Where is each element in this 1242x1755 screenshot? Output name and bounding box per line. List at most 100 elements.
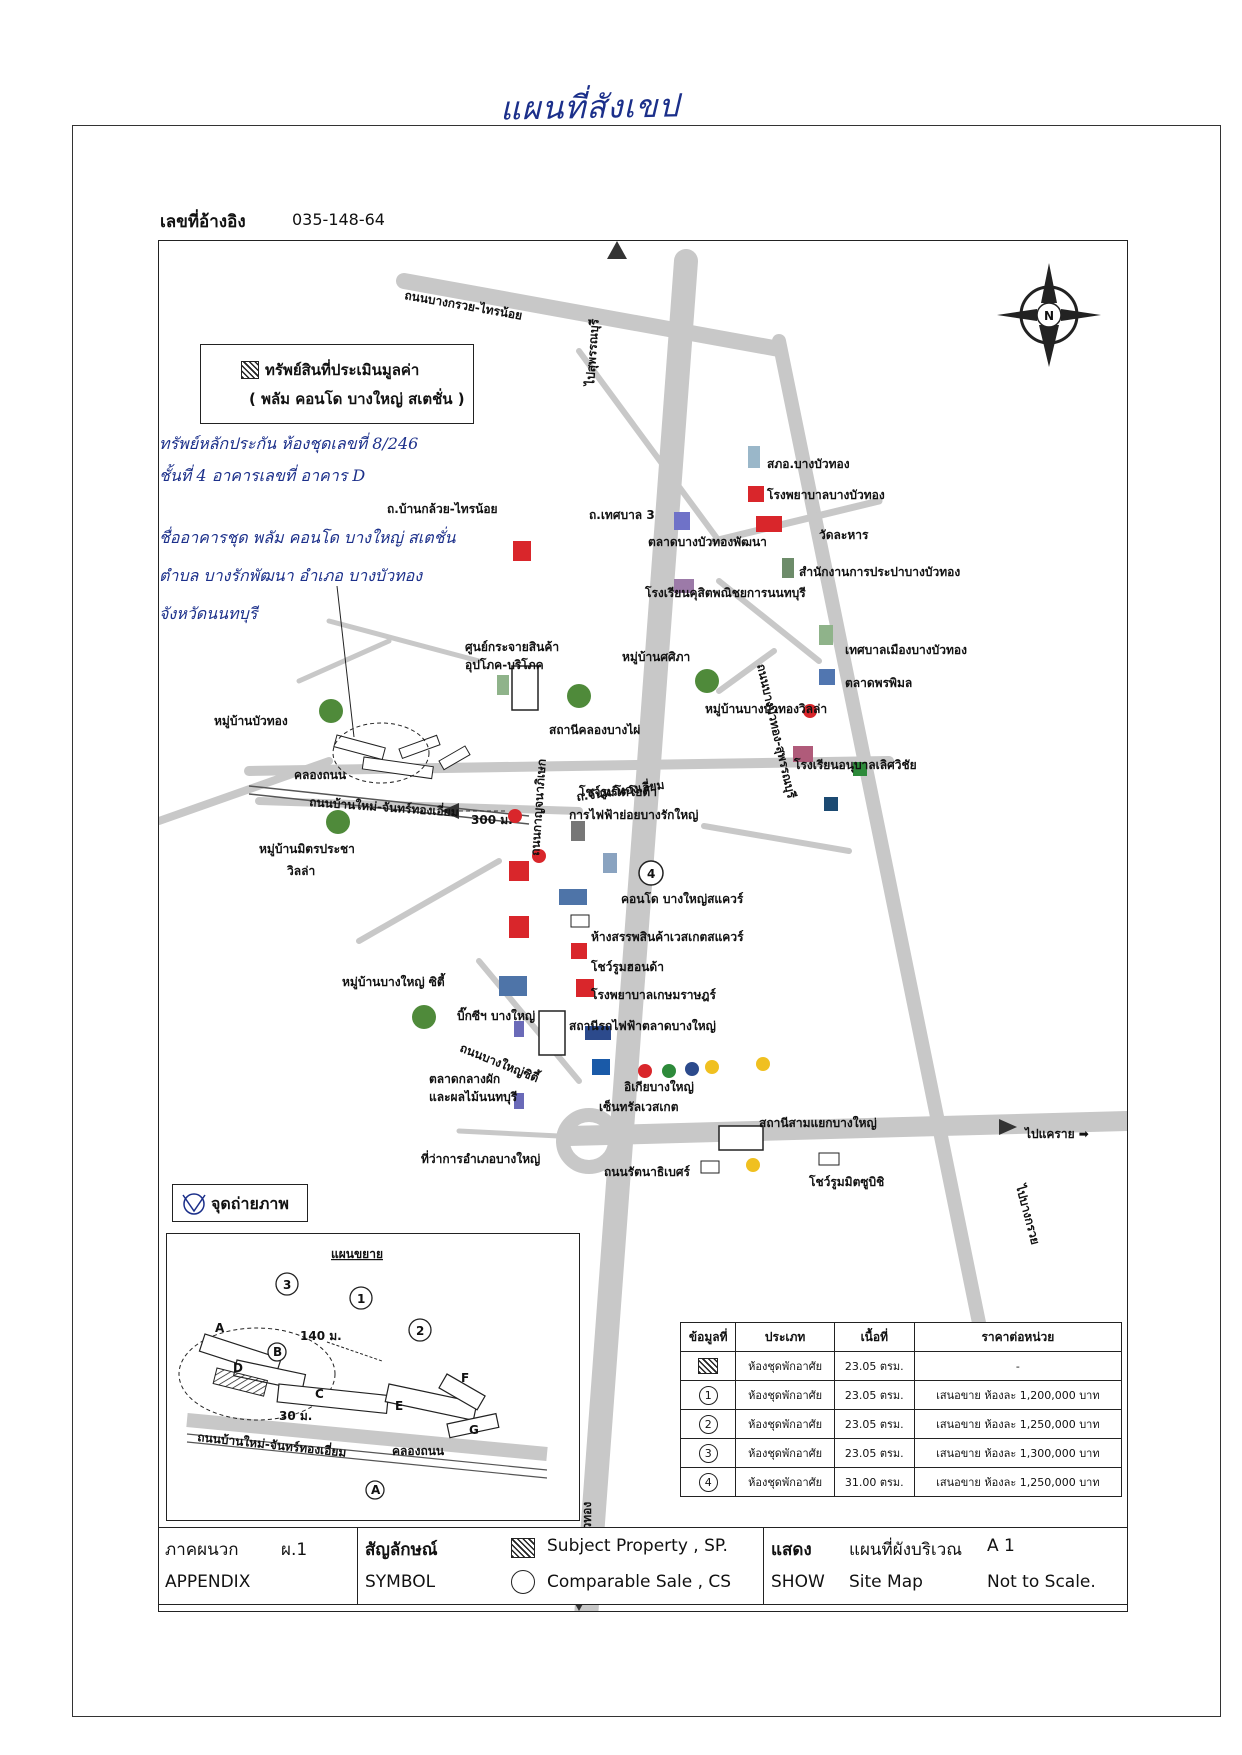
place-markers	[497, 446, 867, 1174]
road-to-suphanburi-label: ไปสุพรรณบุรี	[582, 318, 603, 388]
appendix-code: ผ.1	[281, 1540, 308, 1560]
col-header: ข้อมูลที่	[679, 1322, 737, 1352]
wat-la-han-label: วัดละหาร	[819, 528, 869, 542]
bangbuathong-office-label: สำนักงานการประปาบางบัวทอง	[799, 565, 960, 579]
comparable-4-marker	[638, 860, 664, 886]
subject-legend-title: ทรัพย์สินที่ประเมินมูลค่า	[265, 361, 420, 379]
distance-300m-label: 300 ม.	[471, 813, 513, 827]
photo-point-icon	[182, 1193, 206, 1215]
road-to-bangkruai-label: ไปบางกรวย	[1013, 1181, 1044, 1246]
central-westgate-label: ห้างสรรพสินค้าเวสเกตสแควร์	[591, 930, 744, 944]
site-map[interactable]: 4 ถนนบางกรวย-ไทรน้อย ไปสุพรรณบุรี ถนนบาง…	[158, 240, 1128, 1612]
page-frame	[72, 125, 1221, 1717]
subject-symbol-icon	[511, 1538, 535, 1558]
map-canvas: 4 ถนนบางกรวย-ไทรน้อย ไปสุพรรณบุรี ถนนบาง…	[159, 241, 1127, 1611]
sakhor-bangbuathong-label: สภอ.บางบัวทอง	[767, 457, 850, 471]
col-header: ประเภท	[735, 1322, 835, 1352]
mooban-bangbuathong-label: หมู่บ้านบัวทอง	[214, 714, 288, 729]
mooban-mitpracha-label: หมู่บ้านมิตรประชา	[259, 842, 355, 857]
mooban-bangyai-city-label: หมู่บ้านบางใหญ่ ซิตี้	[342, 972, 446, 990]
district-office-label: ที่ว่าการอำเภอบางใหญ่	[421, 1150, 540, 1166]
canal-label: คลองถนน	[294, 768, 347, 782]
school-anuban-label: โรงเรียนอนุบาลเลิศวิชัย	[793, 757, 917, 773]
map-type-th: แผนที่ผังบริเวณ	[849, 1540, 963, 1560]
road-to-khaerai-label: ไปแคราย ➡	[1023, 1126, 1089, 1141]
compass-label: N	[1044, 309, 1054, 323]
comparable-symbol-label: Comparable Sale , CS	[547, 1572, 732, 1592]
talad-klang-2-label: และผลไม้นนทบุรี	[429, 1089, 518, 1105]
svg-text:G: G	[469, 1423, 479, 1437]
appendix-th: ภาคผนวก	[165, 1540, 239, 1560]
svg-text:1: 1	[357, 1292, 365, 1306]
svg-text:F: F	[461, 1371, 469, 1385]
inset-distance-140: 140 ม.	[300, 1329, 342, 1343]
arrow-300m	[441, 803, 459, 819]
inset-title: แผนขยาย	[331, 1247, 383, 1261]
show-th: แสดง	[771, 1540, 812, 1560]
reference-label: เลขที่อ้างอิง	[160, 212, 246, 232]
reference-value: 035-148-64	[292, 210, 385, 229]
handwritten-note: ทรัพย์หลักประกัน ห้องชุดเลขที่ 8/246 ชั้…	[159, 432, 498, 624]
showroom-honda-label: โชว์รูมฮอนด้า	[590, 959, 664, 975]
subject-hatch-icon	[698, 1358, 719, 1374]
road-rattanathibet-label: ถนนรัตนาธิเบศร์	[604, 1165, 691, 1179]
talad-phonphimon-label: ตลาดพรพิมล	[845, 676, 912, 690]
station-sam-yaek-label: สถานีสามแยกบางใหญ่	[759, 1115, 877, 1130]
showroom-toyota-label: โชว์รูมโตโยต้า	[578, 784, 657, 800]
talad-klang-label: ตลาดกลางผัก	[429, 1072, 500, 1086]
inset-canal-label: คลองถนน	[392, 1444, 445, 1458]
hospital-bangbuathong-label: โรงพยาบาลบางบัวทอง	[766, 487, 885, 502]
svg-text:E: E	[395, 1399, 403, 1413]
subject-symbol-label: Subject Property , SP.	[547, 1536, 728, 1556]
condo-bangyai-square-label: คอนโด บางใหญ่สแควร์	[621, 891, 744, 906]
station-talad-bangyai-icon	[538, 1010, 566, 1056]
ikea-bangyai-label: อิเกียบางใหญ่	[624, 1079, 694, 1094]
subject-hatch-swatch	[241, 361, 259, 379]
comparable-symbol-icon	[511, 1570, 535, 1594]
map-code: A 1	[987, 1536, 1015, 1556]
school-kusetphanit-label: โรงเรียนคุสิตพณิชยการนนทบุรี	[644, 585, 806, 601]
arrow-east	[999, 1119, 1017, 1135]
scale-note: Not to Scale.	[987, 1572, 1096, 1592]
egat-bangyai-label: การไฟฟ้าย่อยบางรักใหญ่	[569, 807, 698, 822]
subject-legend-box: ทรัพย์สินที่ประเมินมูลค่า ( พลัม คอนโด บ…	[200, 344, 474, 424]
station-khlong-bang-phai-icon	[511, 665, 539, 711]
mooban-mitpracha-2-label: วิลล่า	[287, 864, 315, 878]
mooban-bangbuathong-villa-label: หมู่บ้านบางบัวทองวิลล่า	[705, 702, 827, 717]
svg-text:2: 2	[416, 1324, 424, 1338]
showroom-mitsubishi-label: โชว์รูมมิตซูบิชิ	[808, 1174, 884, 1190]
3-label: ตำบล บางรักพัฒนา อำเภอ บางบัวทอง	[159, 566, 423, 585]
photo-point-label: จุดถ่ายภาพ	[211, 1194, 289, 1213]
bigc-bangyai-label: บิ๊กซีฯ บางใหญ่	[457, 1006, 535, 1023]
symbol-th: สัญลักษณ์	[365, 1540, 438, 1560]
table-header-row: ข้อมูลที่ ประเภท เนื้อที่ ราคาต่อหน่วย	[679, 1322, 1123, 1352]
mooban-sirima-label: หมู่บ้านศศิภา	[622, 650, 690, 665]
4-label: จังหวัดนนทบุรี	[159, 604, 260, 624]
symbol-en: SYMBOL	[365, 1572, 436, 1592]
compass-icon: N	[997, 263, 1101, 367]
col-header: เนื้อที่	[833, 1322, 915, 1352]
enlarged-inset-map[interactable]: แผนขยาย 140 ม. 30 ม. ถนนบ้านใหม่-จันทร์ท…	[166, 1233, 580, 1521]
svg-text:B: B	[273, 1345, 282, 1359]
svg-text:A: A	[371, 1483, 381, 1497]
map-type-en: Site Map	[849, 1572, 923, 1592]
2-label: ชื่ออาคารชุด พลัม คอนโด บางใหญ่ สเตชั่น	[159, 526, 457, 548]
central-westgate2-label: เซ็นทรัลเวสเกต	[599, 1099, 679, 1114]
comparable-table: ข้อมูลที่ ประเภท เนื้อที่ ราคาต่อหน่วย ห…	[679, 1322, 1123, 1497]
0-label: ทรัพย์หลักประกัน ห้องชุดเลขที่ 8/246	[159, 432, 418, 454]
1-label: ชั้นที่ 4 อาคารเลขที่ อาคาร D	[159, 464, 365, 485]
station-khlong-bang-phai-label: สถานีคลองบางไผ่	[549, 722, 640, 737]
station-talad-bangyai-label: สถานีรถไฟฟ้าตลาดบางใหญ่	[569, 1018, 716, 1033]
footer-block: ภาคผนวก ผ.1 APPENDIX สัญลักษณ์ SYMBOL Su…	[158, 1527, 1128, 1605]
station-sam-yaek-icon	[718, 1125, 764, 1151]
road-thesaban3-label: ถ.เทศบาล 3	[589, 508, 655, 522]
road-kanchanaphisek-label: ถนนกาญจนาภิเษก	[528, 758, 549, 856]
col-header: ราคาต่อหน่วย	[913, 1322, 1123, 1352]
inset-canvas: แผนขยาย 140 ม. 30 ม. ถนนบ้านใหม่-จันทร์ท…	[178, 1247, 548, 1500]
banklueai-sainoi-label: ถ.บ้านกล้วย-ไทรน้อย	[387, 501, 498, 516]
